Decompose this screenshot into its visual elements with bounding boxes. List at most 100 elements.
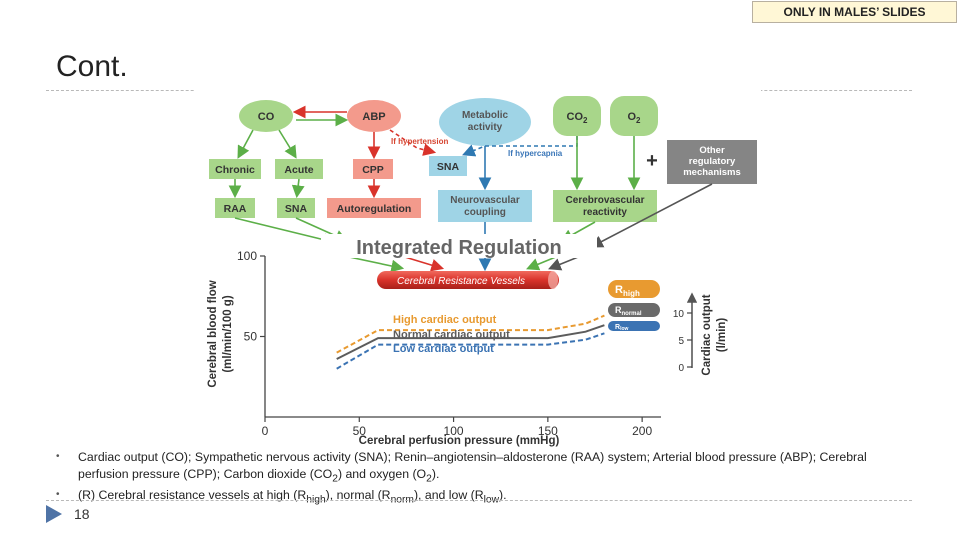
svg-text:O2: O2 (627, 111, 641, 125)
node-metabolic-line1: Metabolic (462, 110, 509, 121)
resistance-high-sub: high (623, 289, 640, 298)
node-acute-label: Acute (284, 164, 313, 176)
series-line (336, 314, 605, 354)
node-chronic: Chronic (209, 159, 261, 179)
x-axis-title: Cerebral perfusion pressure (mmHg) (359, 435, 560, 447)
males-only-badge: ONLY IN MALES’ SLIDES (752, 1, 957, 23)
node-raa: RAA (215, 198, 255, 218)
bottom-divider (46, 500, 912, 501)
connector-arrows (228, 105, 713, 273)
y-ticks: 50 100 (237, 249, 265, 344)
bullet-dot: • (56, 451, 60, 462)
node-cpp: CPP (353, 159, 393, 179)
y2-tick-label: 10 (673, 309, 685, 320)
node-metabolic-line2: activity (468, 122, 503, 133)
svg-text:CO2: CO2 (567, 111, 589, 125)
bullet-dot: • (56, 489, 60, 501)
node-co2: CO2 (553, 96, 601, 136)
node-cereb-line1: Cerebrovascular (566, 195, 645, 206)
node-raa-label: RAA (224, 203, 247, 215)
node-acute: Acute (275, 159, 323, 179)
series-line (336, 324, 605, 360)
node-other-line1: Other (699, 145, 725, 156)
node-abp-label: ABP (362, 111, 385, 123)
y-axis-title-line2: (ml/min/100 g) (222, 295, 234, 372)
label-if-hypercapnia: If hypercapnia (508, 149, 563, 158)
node-neuro-line2: coupling (464, 207, 506, 218)
x-tick-label: 100 (444, 424, 464, 438)
node-cereb-line2: reactivity (583, 207, 627, 218)
resistance-high-vessel: Rhigh (608, 280, 660, 298)
label-if-hypertension: If hypertension (391, 137, 448, 146)
node-co: CO (239, 100, 293, 132)
y2-tick-label: 5 (678, 336, 684, 347)
node-co2-subscript: 2 (583, 116, 588, 125)
footnote-sub-1b: 2 (426, 472, 432, 484)
node-abp: ABP (347, 100, 401, 132)
node-co2-label: CO (567, 111, 584, 123)
svg-text:Rlow: Rlow (615, 324, 629, 332)
node-chronic-label: Chronic (215, 164, 255, 176)
x-tick-label: 0 (262, 424, 269, 438)
node-other-line3: mechanisms (683, 167, 741, 178)
node-sna-low: SNA (277, 198, 315, 218)
footnote-text-2b: ), normal (R (325, 488, 391, 503)
y-tick-label: 100 (237, 249, 257, 263)
footnote-text-1c: ). (431, 466, 440, 481)
footnote-text-2a: (R) Cerebral resistance vessels at high … (78, 488, 307, 503)
plus-sign: + (646, 150, 658, 172)
x-tick-label: 50 (353, 424, 367, 438)
resistance-vessel: Cerebral Resistance Vessels (377, 271, 559, 289)
integrated-regulation-label: Integrated Regulation (356, 237, 562, 259)
slide-title: Cont. (56, 50, 128, 83)
node-o2-label: O (627, 111, 636, 123)
resistance-normal-r: R (615, 305, 622, 315)
node-o2: O2 (610, 96, 658, 136)
legend-entry: High cardiac output (393, 314, 497, 326)
footnote-bullet-1: • Cardiac output (CO); Sympathetic nervo… (56, 449, 916, 487)
page-number: 18 (74, 506, 90, 522)
footnote-text-1b: ) and oxygen (O (337, 466, 427, 481)
svg-text:Rhigh: Rhigh (615, 284, 640, 298)
resistance-high-r: R (615, 284, 623, 296)
y-axis-title-line1: Cerebral blood flow (207, 280, 219, 387)
footnote-bullets: • Cardiac output (CO); Sympathetic nervo… (56, 449, 916, 509)
x-tick-label: 150 (538, 424, 558, 438)
series-line (336, 332, 605, 370)
footnote-text-1a: Cardiac output (CO); Sympathetic nervous… (78, 450, 867, 481)
legend-entry: Low cardiac output (393, 343, 494, 355)
node-o2-subscript: 2 (636, 116, 641, 125)
svg-text:Rnormal: Rnormal (615, 305, 642, 317)
node-sna-mid-label: SNA (437, 161, 460, 173)
node-cpp-label: CPP (362, 164, 384, 176)
regulation-figure: CO ABP Metabolic activity CO2 O2 Chronic… (195, 88, 761, 450)
x-tick-label: 200 (632, 424, 652, 438)
node-neuro-line1: Neurovascular (450, 195, 520, 206)
resistance-normal-vessel: Rnormal (608, 303, 660, 317)
resistance-low-r: R (615, 324, 620, 331)
node-co-label: CO (258, 111, 275, 123)
footnote-text-2c: ), and low (R (413, 488, 484, 503)
series-layer (336, 314, 605, 370)
node-sna-low-label: SNA (285, 203, 308, 215)
node-metabolic: Metabolic activity (439, 98, 531, 146)
legend-entry: Normal cardiac output (393, 329, 510, 341)
x-ticks: 0 50 100 150 200 (262, 417, 652, 438)
y-tick-label: 50 (244, 330, 258, 344)
node-other-line2: regulatory (689, 156, 736, 167)
y2-ticks: 0 5 10 (673, 309, 692, 374)
integrated-banner-bg (321, 234, 597, 258)
resistance-low-vessel: Rlow (608, 321, 660, 332)
node-autoregulation: Autoregulation (327, 198, 421, 218)
resistance-normal-sub: normal (622, 311, 642, 317)
footnote-sub-1a: 2 (332, 472, 338, 484)
node-autoregulation-label: Autoregulation (337, 203, 412, 215)
footnote-bullet-2: • (R) Cerebral resistance vessels at hig… (56, 487, 916, 509)
y2-axis-title-line2: (l/min) (716, 318, 728, 353)
vessel-label: Cerebral Resistance Vessels (397, 276, 525, 287)
node-neurovascular: Neurovascular coupling (438, 190, 532, 222)
node-other-mechanisms: Other regulatory mechanisms (667, 140, 757, 184)
y2-tick-label: 0 (678, 363, 684, 374)
node-cerebrovascular: Cerebrovascular reactivity (553, 190, 657, 222)
